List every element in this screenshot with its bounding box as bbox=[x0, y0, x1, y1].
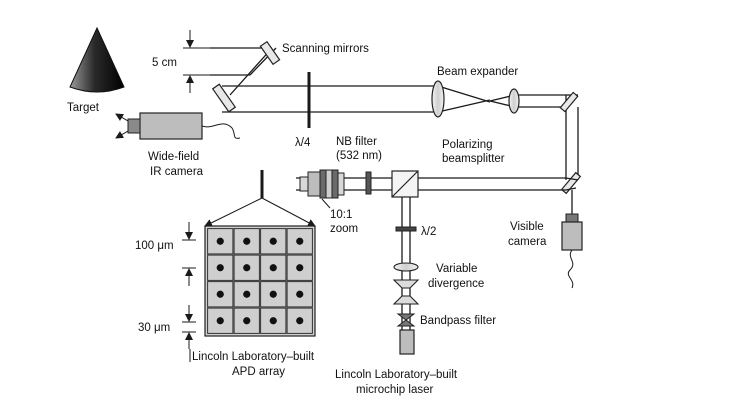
scale-label: 5 cm bbox=[152, 57, 177, 69]
nb-filter bbox=[365, 171, 372, 195]
microchip-laser-icon bbox=[399, 329, 415, 355]
apd-pixel-dot bbox=[216, 237, 224, 245]
apd-pixel bbox=[260, 307, 287, 334]
variable-divergence-optics bbox=[392, 262, 420, 305]
scanning-mirror-top bbox=[259, 40, 281, 66]
zoom-label-1: 10:1 bbox=[330, 209, 352, 221]
apd-pixel bbox=[286, 254, 313, 281]
apd-pixel-dot bbox=[243, 290, 251, 298]
zoom-lens-assembly bbox=[299, 169, 345, 199]
apd-pixel-dot bbox=[216, 264, 224, 272]
beam-expander-lens-small bbox=[508, 88, 520, 114]
beam-expander-lens-large bbox=[431, 80, 445, 118]
fold-mirror-bottom bbox=[560, 171, 582, 195]
pixel-size-label: 30 μm bbox=[138, 322, 170, 334]
apd-pixel bbox=[260, 228, 287, 255]
variable-label-1: Variable bbox=[436, 263, 477, 275]
apd-pixel-dot bbox=[243, 317, 251, 325]
scanning-mirror-bottom bbox=[211, 83, 237, 113]
half-wave-label: λ/2 bbox=[421, 226, 436, 238]
apd-pixel-dot bbox=[296, 317, 304, 325]
ir-camera-label-1: Wide-field bbox=[148, 151, 199, 163]
apd-pixel-dot bbox=[296, 264, 304, 272]
apd-pixel-dot bbox=[269, 264, 277, 272]
ir-camera-icon bbox=[115, 112, 241, 140]
apd-pixel-dot bbox=[243, 264, 251, 272]
target-label: Target bbox=[67, 102, 100, 114]
apd-array bbox=[204, 225, 316, 337]
apd-pixel-dot bbox=[269, 290, 277, 298]
scale-marker bbox=[183, 30, 210, 93]
apd-pixel-dot bbox=[243, 237, 251, 245]
apd-pixel-dot bbox=[216, 317, 224, 325]
bandpass-label: Bandpass filter bbox=[420, 315, 496, 327]
polarizing-beamsplitter bbox=[391, 170, 419, 198]
variable-label-2: divergence bbox=[428, 278, 484, 290]
apd-pixel-dot bbox=[269, 237, 277, 245]
fold-mirror-top bbox=[559, 91, 579, 113]
apd-pixel-dot bbox=[216, 290, 224, 298]
ir-camera-label-2: IR camera bbox=[150, 166, 204, 178]
scanning-mirrors-label: Scanning mirrors bbox=[282, 43, 369, 55]
visible-camera-label-2: camera bbox=[508, 236, 547, 248]
polarizing-label-2: beamsplitter bbox=[442, 153, 505, 165]
apd-pixel-dot bbox=[296, 237, 304, 245]
quarter-wave-label: λ/4 bbox=[295, 137, 311, 149]
zoom-label-2: zoom bbox=[330, 223, 358, 235]
nb-filter-label-2: (532 nm) bbox=[336, 150, 382, 162]
laser-label-1: Lincoln Laboratory–built bbox=[335, 369, 458, 381]
apd-label-2: APD array bbox=[232, 366, 285, 378]
apd-pixel-dot bbox=[296, 290, 304, 298]
bandpass-filter bbox=[396, 313, 416, 327]
nb-filter-label-1: NB filter bbox=[336, 136, 377, 148]
beam-expander-label: Beam expander bbox=[437, 66, 518, 78]
apd-pixel-dot bbox=[269, 317, 277, 325]
detector-plane bbox=[204, 170, 316, 227]
visible-camera-icon bbox=[561, 213, 583, 289]
pitch-label: 100 μm bbox=[135, 240, 174, 252]
pixel-size-dimension bbox=[182, 305, 196, 349]
target-cone-icon bbox=[69, 26, 125, 93]
laser-label-2: microchip laser bbox=[356, 384, 433, 396]
visible-camera-label-1: Visible bbox=[510, 221, 544, 233]
pitch-dimension bbox=[182, 222, 196, 286]
beam-upper bbox=[210, 47, 579, 180]
polarizing-label-1: Polarizing bbox=[442, 139, 493, 151]
apd-label-1: Lincoln Laboratory–built bbox=[192, 351, 315, 363]
half-wave-plate bbox=[395, 226, 417, 232]
